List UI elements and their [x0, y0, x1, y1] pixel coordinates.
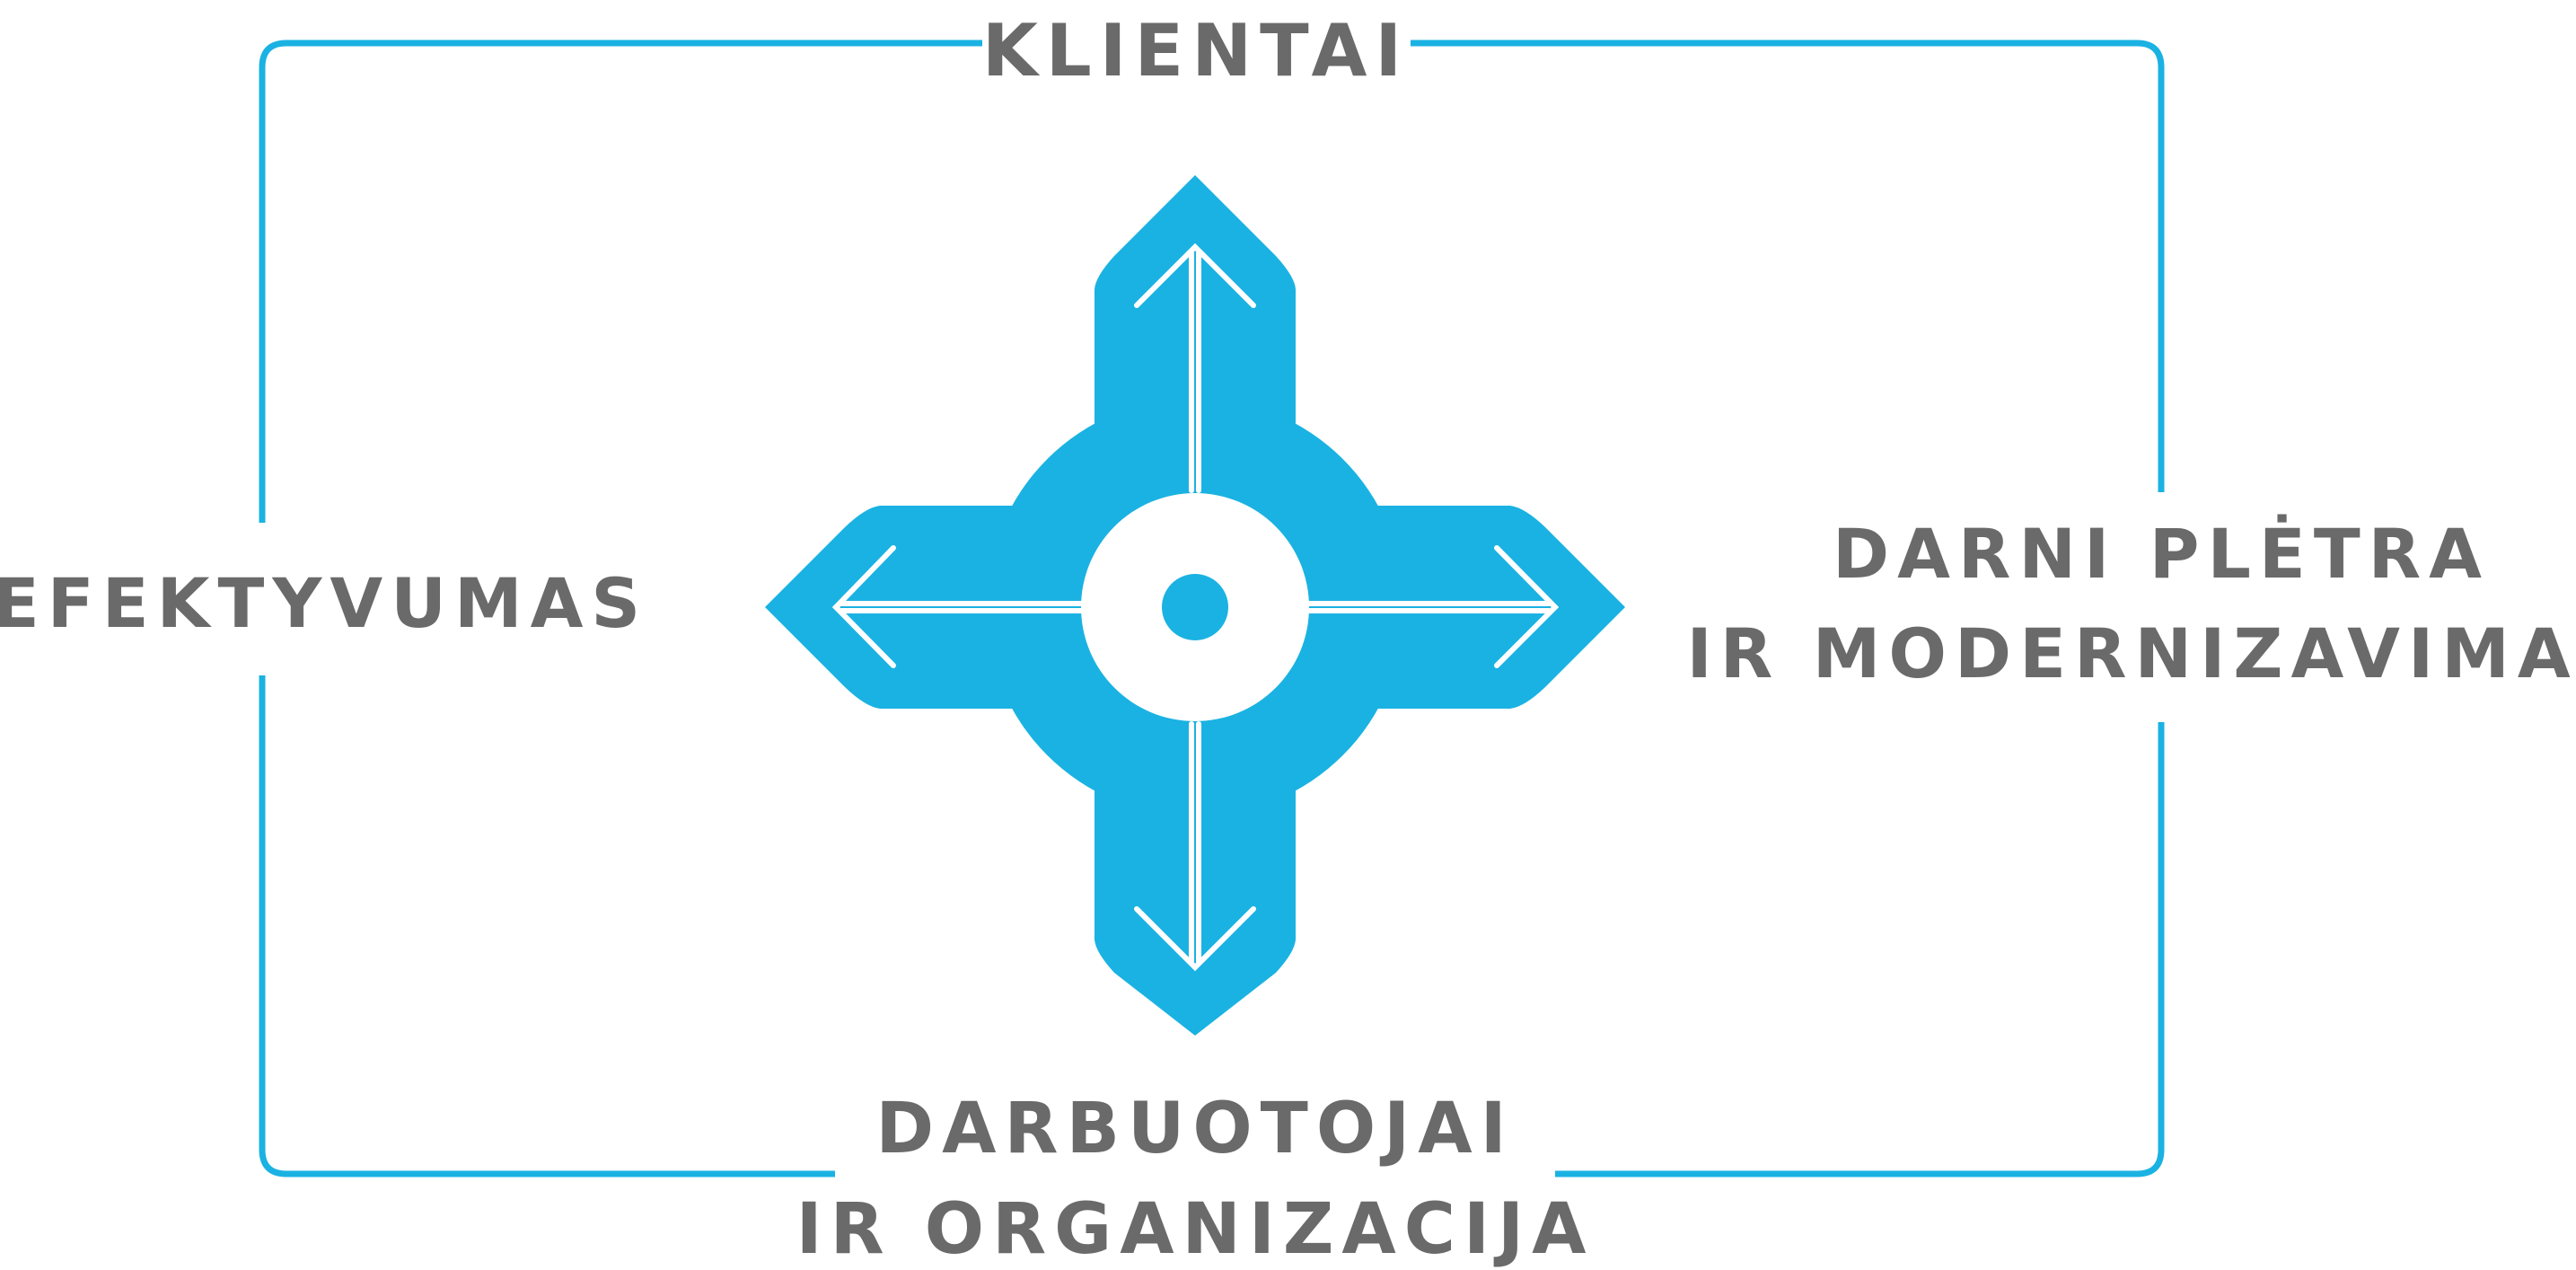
frame-top-right-segment	[1411, 40, 2165, 492]
label-left: EFEKTYVUMAS	[0, 563, 648, 643]
label-top: KLIENTAI	[982, 9, 1410, 93]
arrow-down-icon	[1134, 721, 1256, 972]
labels: KLIENTAI EFEKTYVUMAS DARNI PLĖTRA IR MOD…	[0, 9, 2576, 1270]
frame	[259, 40, 2165, 1177]
arrow-left-icon	[831, 545, 1085, 668]
arrows	[831, 243, 1560, 972]
label-right-line1: DARNI PLĖTRA	[1833, 513, 2490, 594]
frame-top-left-segment	[259, 40, 982, 523]
frame-bottom-left-segment	[259, 675, 835, 1177]
frame-bottom-right-segment	[1555, 722, 2165, 1177]
label-bottom-line1: DARBUOTOJAI	[875, 1089, 1514, 1169]
arrow-right-icon	[1306, 545, 1560, 668]
arrow-up-icon	[1134, 243, 1256, 493]
center-dot	[1162, 574, 1228, 640]
compass-cross-icon	[765, 175, 1625, 1036]
label-right-line2: IR MODERNIZAVIMAS	[1687, 613, 2576, 693]
label-bottom-line2: IR ORGANIZACIJA	[796, 1189, 1595, 1270]
